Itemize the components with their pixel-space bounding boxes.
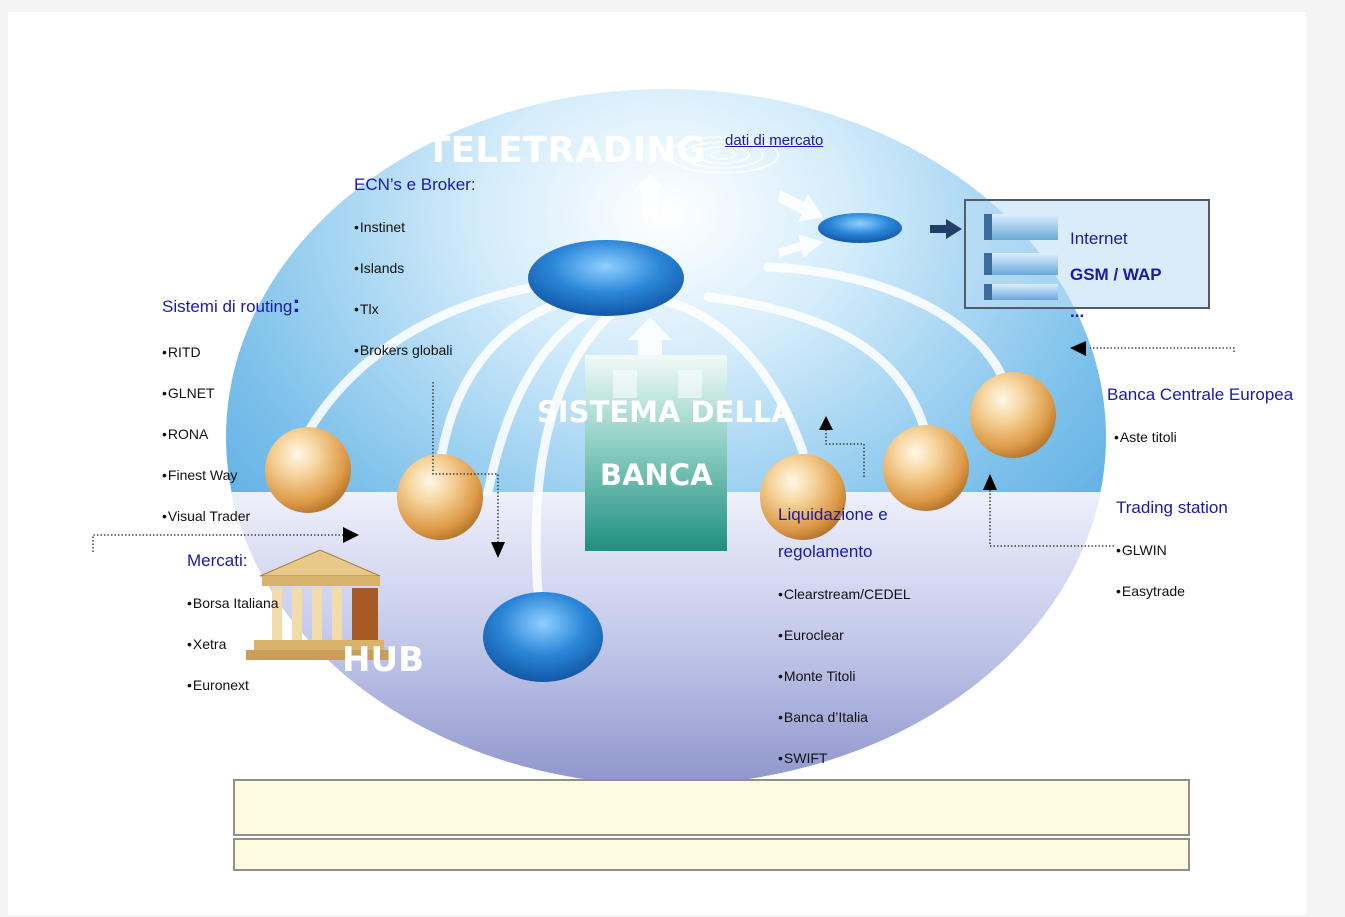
mercati-heading: Mercati: [187,551,248,570]
channel-bars [984,214,1058,300]
list-item: Visual Trader [162,508,250,549]
routing-list: RITD GLNET RONA Finest Way Visual Trader [162,344,250,549]
list-item: Aste titoli [1114,429,1177,470]
list-item: Easytrade [1116,583,1185,624]
hub-label: HUB [342,640,424,680]
list-item: SWIFT [778,750,911,791]
list-item: GLWIN [1116,542,1185,583]
routing-heading-text: Sistemi di routing [162,297,293,316]
bce-list: Aste titoli [1114,429,1177,470]
channel-gsm-wap: GSM / WAP [1070,265,1162,284]
list-item: Euronext [187,677,279,718]
bank-building [585,355,727,551]
bottom-disk [483,592,603,682]
orange-spheres [265,372,1056,540]
liquidazione-heading-line2: regolamento [778,542,873,561]
white-arrows [628,174,823,364]
list-item: Islands [354,260,453,301]
footer-box-top [233,779,1190,836]
list-item: GLNET [162,385,250,426]
trading-station-list: GLWIN Easytrade [1116,542,1185,624]
footer-box-bottom [233,838,1190,871]
bce-heading: Banca Centrale Europea [1107,385,1294,404]
dati-di-mercato-link[interactable]: dati di mercato [725,132,824,149]
sistema-della-label: SISTEMA DELLA [537,395,794,429]
list-item: Monte Titoli [778,668,911,709]
list-item: Tlx [354,301,453,342]
mercati-list: Borsa Italiana Xetra Euronext [187,595,279,718]
banca-label: BANCA [600,458,713,492]
trading-station-heading: Trading station [1116,498,1228,517]
dotted-connectors [92,347,1235,552]
central-disk [528,240,684,316]
channel-internet: Internet [1070,229,1128,248]
routing-heading: Sistemi di routing: [162,293,300,317]
list-item: RITD [162,344,250,385]
list-item: Finest Way [162,467,250,508]
list-item: Banca d’Italia [778,709,911,750]
slide: X-TRADE TELETRADING SISTEMA DELLA BANCA … [8,12,1306,915]
list-item: Instinet [354,219,453,260]
teletrading-label: TELETRADING [426,130,706,171]
channel-more: ... [1070,302,1085,321]
small-disk [818,213,902,243]
list-item: RONA [162,426,250,467]
routing-heading-colon: : [292,291,301,318]
ecn-heading: ECN’s e Broker: [354,175,476,194]
list-item: Brokers globali [354,342,453,383]
list-item: Euroclear [778,627,911,668]
dark-arrow [930,219,962,239]
ecn-list: Instinet Islands Tlx Brokers globali [354,219,453,383]
list-item: Clearstream/CEDEL [778,586,911,627]
liquidazione-heading-line1: Liquidazione e [778,505,888,524]
liquidazione-list: Clearstream/CEDEL Euroclear Monte Titoli… [778,586,911,791]
list-item: Xetra [187,636,279,677]
market-temple [246,549,392,660]
x-trade-label: X-TRADE [962,70,1103,105]
list-item: Borsa Italiana [187,595,279,636]
market-data-rings [667,136,779,174]
dotted-arrowheads [343,341,1086,558]
